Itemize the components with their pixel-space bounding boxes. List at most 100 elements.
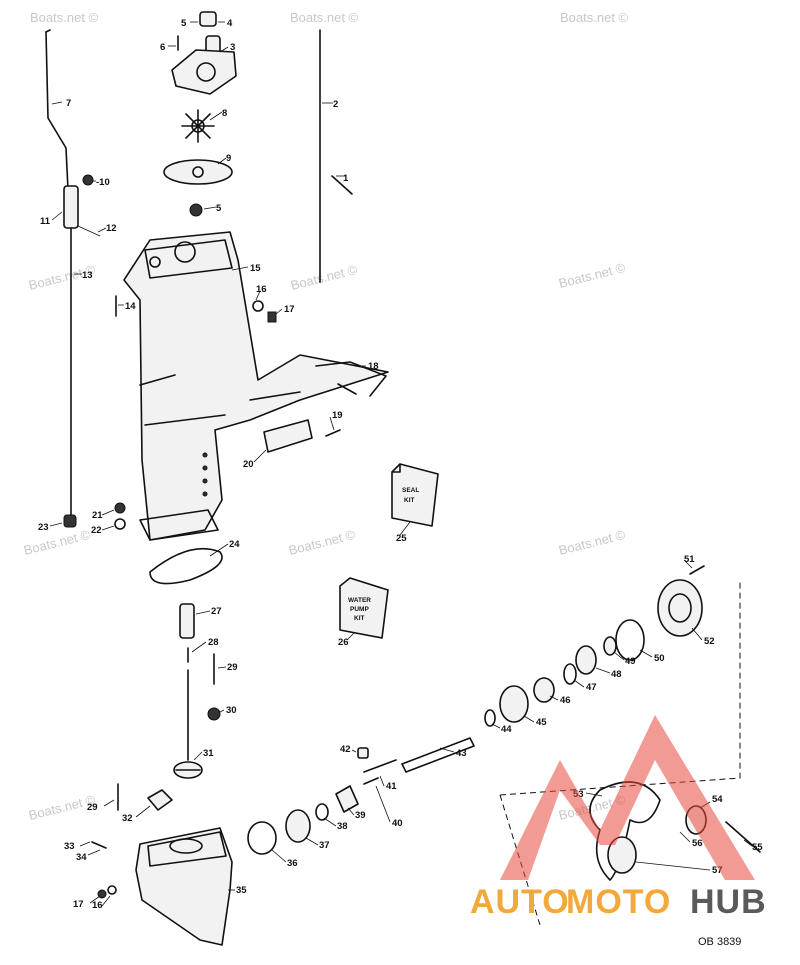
diagram-ref: OB 3839 xyxy=(698,936,741,948)
spring-part xyxy=(357,747,369,759)
screw-part xyxy=(325,429,341,437)
callout-54: 54 xyxy=(712,794,723,805)
callout-39: 39 xyxy=(355,810,366,821)
clutch-part xyxy=(335,785,359,813)
leader-lines xyxy=(49,21,753,907)
callout-10-num: 10 xyxy=(99,177,110,188)
callout-35: 35 xyxy=(236,885,247,896)
callout-46: 46 xyxy=(560,695,571,706)
washer-part xyxy=(484,709,496,727)
bushing-part xyxy=(533,677,555,703)
callout-5b: 5 xyxy=(216,203,222,214)
pin-part xyxy=(331,175,353,195)
callout-22: 22 xyxy=(91,525,102,536)
callout-labels: 1 2 3 4 5 6 7 8 9 -10 5 11 12 13 14 15 1… xyxy=(38,18,763,911)
callout-40: 40 xyxy=(392,818,403,829)
watermark: Boats.net © xyxy=(289,262,359,293)
impeller xyxy=(181,109,215,143)
callout-20: 20 xyxy=(243,459,254,470)
callout-6: 6 xyxy=(160,42,165,53)
callout-33: 33 xyxy=(64,841,75,852)
water-pump-kit-box: WATER PUMP KIT xyxy=(339,577,389,639)
callout-16: 16 xyxy=(256,284,267,295)
propeller-shaft xyxy=(401,737,475,773)
nut-part xyxy=(82,174,94,186)
callout-32: 32 xyxy=(122,813,133,824)
screw-part xyxy=(689,565,705,575)
water-pump-assembly xyxy=(163,11,237,217)
cam-part xyxy=(147,789,173,811)
callout-11: 11 xyxy=(40,216,51,227)
anode-bracket xyxy=(315,361,387,397)
callout-10: -10 xyxy=(96,177,110,188)
callout-3: 3 xyxy=(230,42,235,53)
watermark: Boats.net © xyxy=(557,260,627,291)
sleeve-part xyxy=(179,603,195,639)
callout-9: 9 xyxy=(226,153,231,164)
callout-57: 57 xyxy=(712,865,723,876)
lower-gearcase xyxy=(135,827,233,946)
callout-14: 14 xyxy=(125,301,136,312)
callout-48: 48 xyxy=(611,669,622,680)
screw-part xyxy=(267,311,277,323)
o-ring-part xyxy=(615,619,645,661)
reverse-gear xyxy=(499,685,529,723)
callout-8: 8 xyxy=(222,108,227,119)
watermark: Boats.net © xyxy=(290,10,359,25)
callout-29: 29 xyxy=(227,662,238,673)
callout-15: 15 xyxy=(250,263,261,274)
callout-47: 47 xyxy=(586,682,597,693)
bearing-part xyxy=(575,645,597,675)
watermark: Boats.net © xyxy=(557,527,627,558)
callout-28: 28 xyxy=(208,637,219,648)
seal-kit-box: SEAL KIT xyxy=(391,463,439,527)
shift-rod xyxy=(45,29,69,191)
bushing-part xyxy=(63,514,77,528)
callout-12: 12 xyxy=(106,223,117,234)
watermark: Boats.net © xyxy=(287,527,357,558)
cotter-pin xyxy=(725,821,761,853)
callout-4: 4 xyxy=(227,18,233,29)
callout-27: 27 xyxy=(211,606,222,617)
callout-26: 26 xyxy=(338,637,349,648)
callout-41: 41 xyxy=(386,781,397,792)
shift-coupler xyxy=(63,185,79,229)
callout-37: 37 xyxy=(319,840,330,851)
washer-part xyxy=(252,300,264,312)
water-pump-kit-label: WATER xyxy=(348,597,371,604)
watermark: Boats.net © xyxy=(30,10,99,25)
callout-29b: 29 xyxy=(87,802,98,813)
logo-triangle-icon xyxy=(500,715,755,880)
callout-55: 55 xyxy=(752,842,763,853)
gasket-part xyxy=(149,548,223,585)
callout-56: 56 xyxy=(692,838,703,849)
watermark: Boats.net © xyxy=(22,527,92,558)
callout-36: 36 xyxy=(287,858,298,869)
callout-5: 5 xyxy=(181,18,187,29)
seal-kit-label: SEAL xyxy=(402,487,419,494)
seal-part xyxy=(189,203,203,217)
forward-gear xyxy=(285,809,311,843)
callout-51: 51 xyxy=(684,554,695,565)
prop-group-line xyxy=(499,580,741,796)
callout-7: 7 xyxy=(66,98,71,109)
callout-45: 45 xyxy=(536,717,547,728)
callout-50: 50 xyxy=(654,653,665,664)
watermark: Boats.net © xyxy=(560,10,629,25)
watermarks: Boats.net © Boats.net © Boats.net © Boat… xyxy=(22,10,628,823)
callout-52: 52 xyxy=(704,636,715,647)
callout-19: 19 xyxy=(332,410,343,421)
pin-part xyxy=(363,777,379,785)
washer-part xyxy=(107,885,117,895)
name-plate xyxy=(263,419,313,453)
callout-44: 44 xyxy=(501,724,512,735)
logo-hub: HUB xyxy=(690,883,767,921)
callout-42: 42 xyxy=(340,744,351,755)
logo-moto: MOTO xyxy=(566,883,671,921)
face-plate xyxy=(163,159,233,185)
callout-17b: 17 xyxy=(73,899,84,910)
water-pump-kit-label: PUMP xyxy=(350,606,369,613)
callout-38: 38 xyxy=(337,821,348,832)
callout-24: 24 xyxy=(229,539,240,550)
